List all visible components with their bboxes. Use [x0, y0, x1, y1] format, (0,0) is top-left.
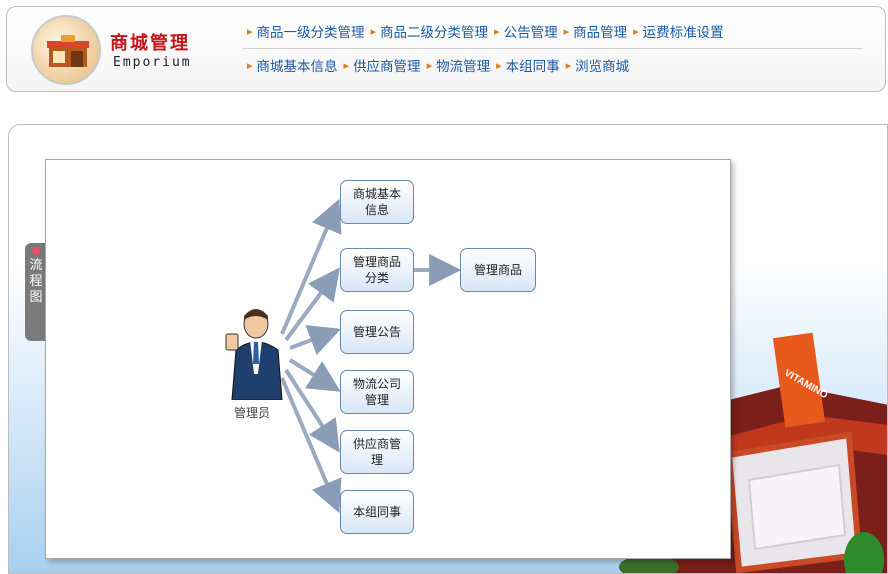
logo-badge [31, 15, 101, 85]
chevron-right-icon: ▸ [247, 24, 253, 38]
tab-flowchart-char-3: 图 [29, 290, 43, 305]
chevron-right-icon: ▸ [565, 58, 572, 72]
chevron-right-icon: ▸ [496, 58, 502, 72]
top-header: 商城管理 Emporium ▸商品一级分类管理 ▸商品二级分类管理 ▸公告管理 … [6, 6, 886, 92]
chevron-right-icon: ▸ [633, 24, 639, 38]
chevron-right-icon: ▸ [494, 24, 500, 38]
chevron-right-icon: ▸ [370, 24, 377, 38]
node-colleagues[interactable]: 本组同事 [340, 490, 414, 534]
arrow-to-colleagues [280, 377, 342, 513]
tab-marker-icon [32, 247, 40, 255]
store-icon [47, 35, 89, 67]
nav-link-suppliers[interactable]: ▸供应商管理 [343, 58, 421, 76]
administrator-label: 管理员 [234, 406, 271, 420]
nav-link-browse-shop[interactable]: ▸浏览商城 [565, 58, 630, 76]
flowchart-arrows [280, 199, 462, 513]
nav-row-primary: ▸商品一级分类管理 ▸商品二级分类管理 ▸公告管理 ▸商品管理 ▸运费标准设置 [247, 21, 724, 42]
nav-link-colleagues[interactable]: ▸本组同事 [496, 58, 560, 76]
tab-flowchart[interactable]: 流 程 图 [25, 243, 47, 341]
arrow-to-logistics [288, 358, 341, 392]
main-panel: VITAMINO 流 程 图 [8, 124, 888, 574]
nav-link-primary-category[interactable]: ▸商品一级分类管理 [247, 24, 365, 42]
node-manage-notices[interactable]: 管理公告 [340, 310, 414, 354]
tab-flowchart-char-2: 程 [29, 274, 43, 289]
nav-link-secondary-category[interactable]: ▸商品二级分类管理 [370, 24, 489, 42]
node-product-category[interactable]: 管理商品分类 [340, 248, 414, 292]
node-manage-products[interactable]: 管理商品 [460, 248, 536, 292]
nav-row-secondary: ▸商城基本信息 ▸供应商管理 ▸物流管理 ▸本组同事 ▸浏览商城 [247, 55, 630, 76]
flowchart-diagram: 管理员 商城基本信息 管理商品分类 管理商品 管理公告 物流公司管理 供应商管理… [45, 159, 731, 559]
administrator-icon [225, 309, 283, 400]
logo-subtitle: Emporium [113, 55, 192, 70]
chevron-right-icon: ▸ [247, 58, 253, 72]
nav-link-products[interactable]: ▸商品管理 [563, 24, 628, 42]
nav-link-notices[interactable]: ▸公告管理 [494, 24, 558, 42]
nav-link-shipping[interactable]: ▸运费标准设置 [633, 24, 724, 42]
node-logistics[interactable]: 物流公司管理 [340, 370, 414, 414]
node-shop-info[interactable]: 商城基本信息 [340, 180, 414, 224]
nav-divider [243, 48, 863, 49]
chevron-right-icon: ▸ [343, 58, 350, 72]
node-suppliers[interactable]: 供应商管理 [340, 430, 414, 474]
arrow-to-notices [289, 325, 341, 356]
nav-link-shop-info[interactable]: ▸商城基本信息 [247, 58, 338, 76]
nav-link-logistics[interactable]: ▸物流管理 [426, 58, 491, 76]
arrow-to-suppliers [284, 368, 340, 453]
chevron-right-icon: ▸ [426, 58, 433, 72]
arrow-to-category [284, 267, 340, 342]
logo-title: 商城管理 [110, 33, 190, 54]
tab-flowchart-char-1: 流 [29, 258, 43, 273]
chevron-right-icon: ▸ [563, 24, 570, 38]
